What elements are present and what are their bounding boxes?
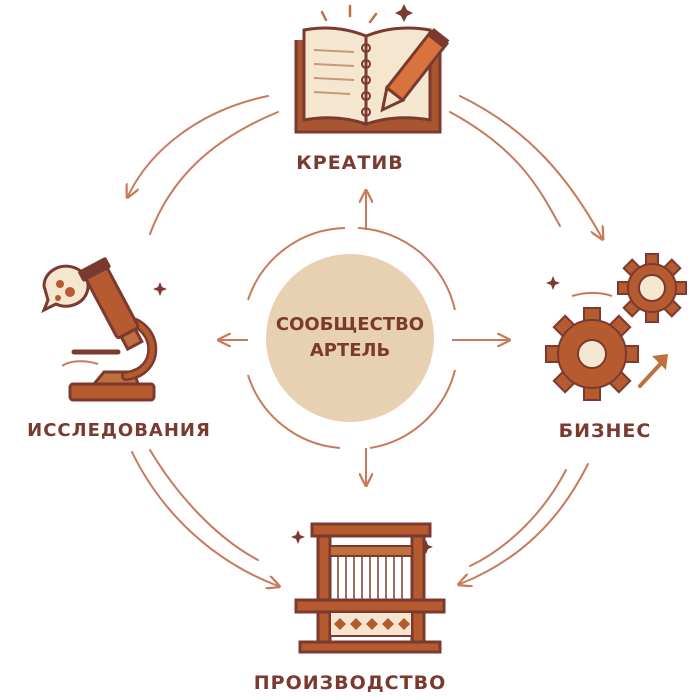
arrow-bottom-right-a	[460, 463, 589, 584]
arrow-top-right-b	[449, 111, 561, 227]
hub-label-line1: СООБЩЕСТВО	[275, 314, 425, 335]
arrow-bottom-right-b	[469, 469, 567, 567]
book-pencil-icon	[294, 4, 450, 134]
node-label-business: БИЗНЕС	[558, 420, 652, 442]
node-label-production: ПРОИЗВОДСТВО	[253, 672, 447, 694]
hub-label: СООБЩЕСТВО АРТЕЛЬ	[270, 312, 430, 364]
spoke-arrows	[220, 192, 508, 484]
node-label-creative: КРЕАТИВ	[296, 152, 404, 174]
hub-circle	[266, 254, 434, 422]
hub-label-line2: АРТЕЛЬ	[309, 340, 391, 361]
outer-arrows	[128, 95, 602, 586]
arrow-top-right-a	[459, 95, 602, 238]
node-label-research: ИССЛЕДОВАНИЯ	[27, 420, 211, 441]
microscope-icon	[41, 257, 167, 402]
arrow-bottom-left-b	[149, 449, 259, 561]
arrow-bottom-left-a	[131, 451, 278, 586]
arrow-top-left-a	[128, 95, 269, 196]
inner-ring	[247, 227, 456, 449]
arrow-top-left-b	[149, 111, 279, 235]
gears-icon	[545, 253, 687, 401]
loom-icon	[291, 522, 446, 654]
